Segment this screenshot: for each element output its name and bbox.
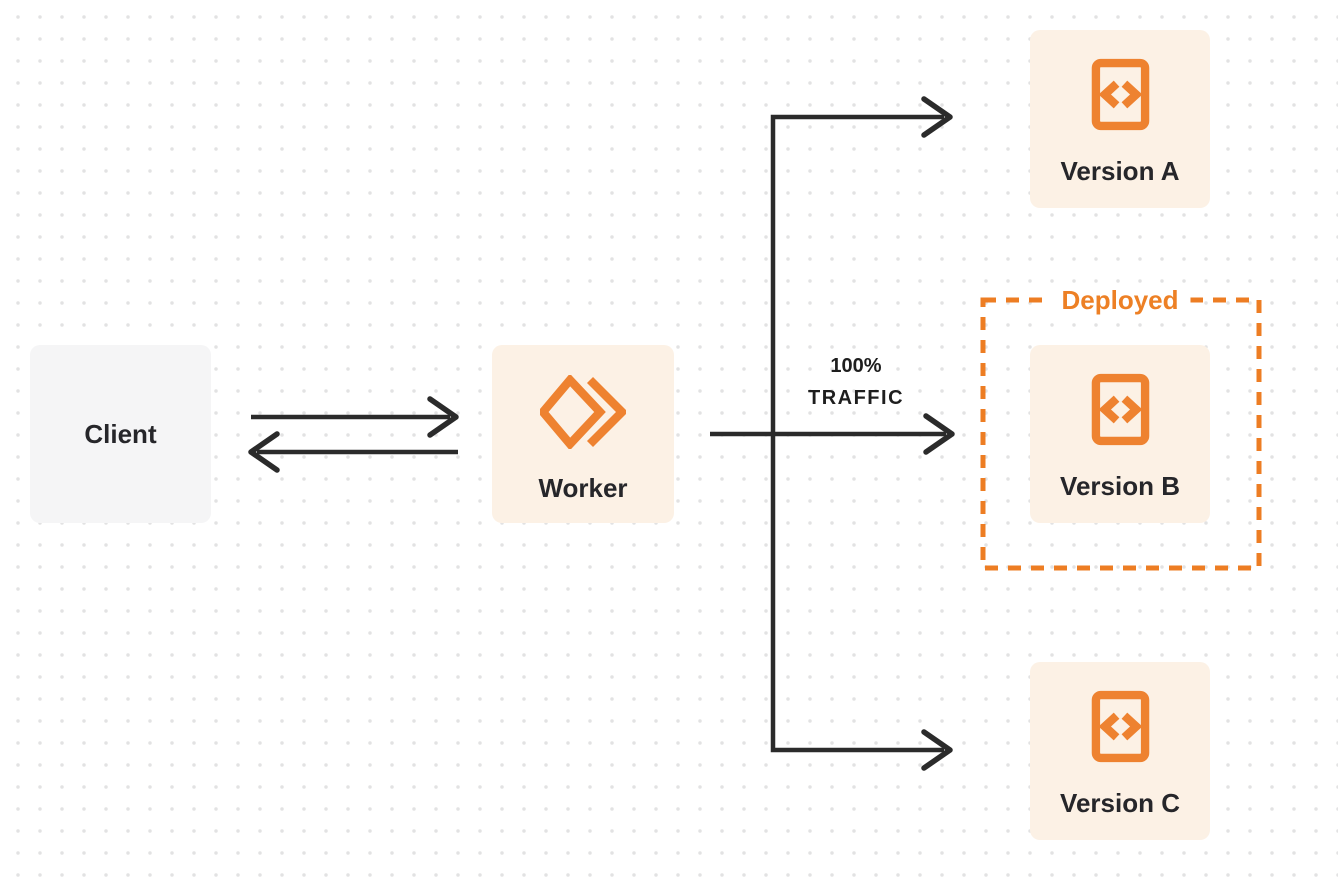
code-file-icon [1091, 373, 1150, 449]
traffic-percentage-label: 100% TRAFFIC [808, 350, 904, 414]
client-to-worker-arrowhead-icon [427, 396, 459, 438]
worker-traffic-arrowhead-icon [923, 413, 955, 455]
code-file-icon [1091, 58, 1150, 134]
worker-to-client-arrowhead-icon [248, 431, 280, 473]
version-c-node: Version C [1030, 662, 1210, 840]
traffic-word-text: TRAFFIC [807, 387, 905, 409]
branch-to-version-a-arrowhead-icon [921, 96, 953, 138]
code-file-icon [1091, 690, 1150, 766]
cloudflare-workers-logo-icon [537, 373, 629, 451]
deployed-badge: Deployed [1049, 284, 1191, 316]
version-b-label: Version B [1060, 471, 1180, 501]
client-node: Client [30, 345, 211, 523]
version-c-label: Version C [1060, 788, 1180, 818]
traffic-percent-text: 100% [830, 355, 882, 377]
client-label: Client [84, 419, 157, 449]
branch-to-version-c-arrowhead-icon [921, 729, 953, 771]
branch-line [770, 114, 944, 753]
version-a-label: Version A [1060, 156, 1180, 186]
worker-label: Worker [538, 473, 628, 503]
version-b-node: Version B [1030, 345, 1210, 523]
version-a-node: Version A [1030, 30, 1210, 208]
worker-node: Worker [492, 345, 674, 523]
